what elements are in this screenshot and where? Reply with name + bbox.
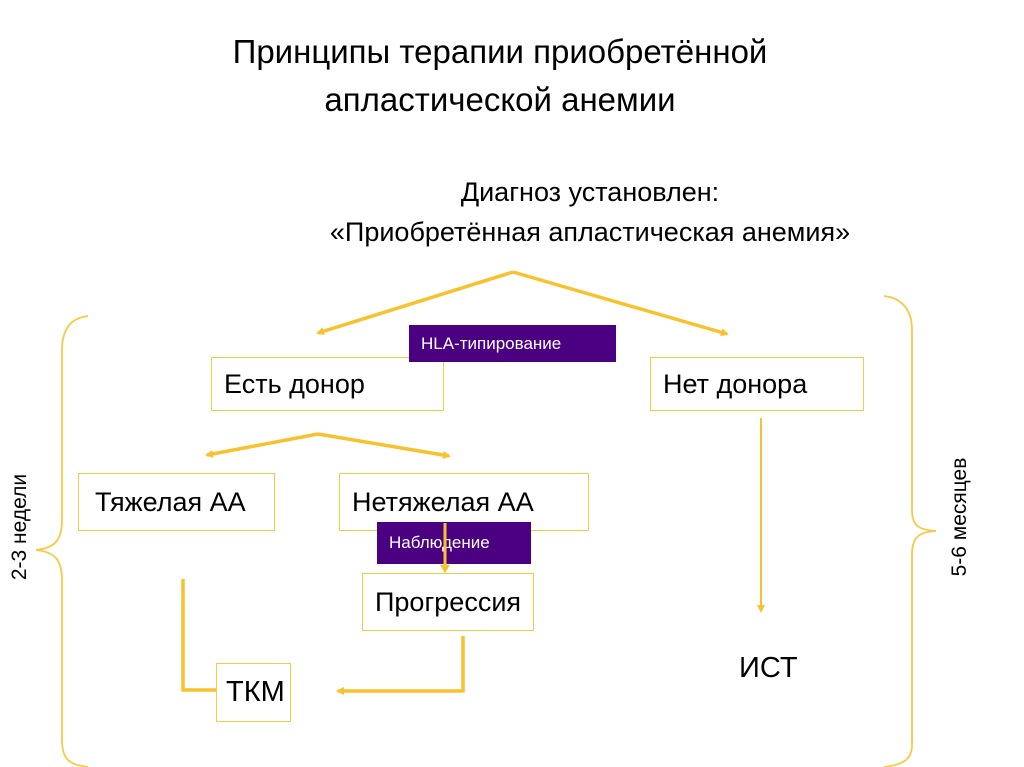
box-bmt-label: ТКМ: [226, 676, 285, 708]
box-has-donor: Есть донор: [211, 357, 444, 411]
title-line-2: апластической анемии: [324, 81, 676, 118]
arrow-to-nonsevere: [317, 432, 451, 459]
title-line-1: Принципы терапии приобретённой: [232, 33, 768, 70]
diagnosis-statement: Диагноз установлен: «Приобретённая аплас…: [230, 172, 950, 252]
tag-observation: Наблюдение: [377, 522, 531, 564]
diagnosis-line-1: Диагноз установлен:: [460, 177, 720, 207]
arrow-to-has-donor: [316, 270, 514, 336]
box-severe-aa: Тяжелая АА: [78, 473, 275, 531]
box-no-donor: Нет донора: [650, 357, 864, 411]
timeframe-left: 2-3 недели: [8, 473, 31, 581]
arrow-to-severe: [205, 432, 319, 458]
slide-title: Принципы терапии приобретённой апластиче…: [150, 28, 850, 124]
right-brace: [883, 295, 937, 767]
diagnosis-line-2: «Приобретённая апластическая анемия»: [329, 217, 851, 247]
tag-hla-typing: HLA-типирование: [409, 325, 616, 362]
box-has-donor-label: Есть донор: [224, 368, 365, 399]
timeframe-right: 5-6 месяцев: [948, 457, 971, 577]
arrow-progression-to-bmt: [336, 636, 465, 695]
arrow-to-no-donor: [512, 270, 729, 337]
left-brace: [35, 315, 89, 767]
tag-hla-typing-label: HLA-типирование: [421, 333, 562, 353]
arrow-severe-to-bmt: [181, 579, 230, 694]
box-severe-aa-label: Тяжелая АА: [95, 486, 246, 517]
box-progression: Прогрессия: [362, 573, 534, 631]
box-nonsevere-aa-label: Нетяжелая АА: [352, 486, 534, 517]
outcome-ist: ИСТ: [739, 652, 798, 684]
box-progression-label: Прогрессия: [375, 586, 522, 617]
box-no-donor-label: Нет донора: [663, 368, 808, 399]
tag-observation-label: Наблюдение: [389, 533, 490, 552]
box-bmt: ТКМ: [216, 663, 291, 722]
box-nonsevere-aa: Нетяжелая АА: [339, 473, 589, 531]
